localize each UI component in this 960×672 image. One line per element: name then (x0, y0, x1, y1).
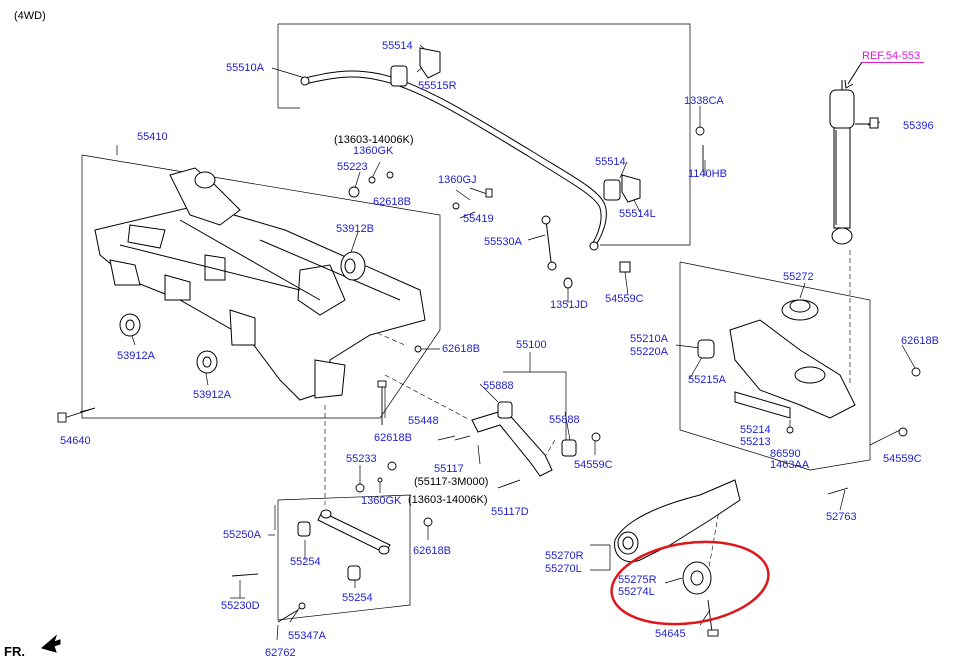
part-55419[interactable]: 55419 (463, 213, 494, 225)
part-53912A-a[interactable]: 53912A (117, 350, 155, 362)
part-55254-a[interactable]: 55254 (290, 556, 321, 568)
note-55117-3M000: (55117-3M000) (414, 476, 489, 488)
part-55214[interactable]: 55214 (740, 424, 771, 436)
rear-subframe (94, 167, 426, 401)
part-1463AA[interactable]: 1463AA (770, 459, 810, 471)
part-55396[interactable]: 55396 (903, 120, 934, 132)
part-55275R[interactable]: 55275R (618, 574, 657, 586)
part-55230D[interactable]: 55230D (221, 600, 260, 612)
part-55888-b[interactable]: 55888 (549, 414, 580, 426)
part-55514L[interactable]: 55514L (619, 208, 656, 220)
part-1140HB[interactable]: 1140HB (688, 168, 727, 180)
part-1351JD[interactable]: 1351JD (550, 299, 588, 311)
part-54559C-b[interactable]: 54559C (883, 453, 922, 465)
part-62762[interactable]: 62762 (265, 647, 296, 659)
subframe-bushing-53912B (340, 251, 366, 281)
part-1360GK-bot[interactable]: 1360GK (361, 495, 402, 507)
subframe-bushing-53912A-right (196, 350, 218, 374)
note-13603-14006K-top: (13603-14006K) (334, 134, 414, 146)
part-55514-top[interactable]: 55514 (382, 40, 413, 52)
stabilizer-bushing-mid (603, 174, 641, 203)
reference-link[interactable]: REF.54-553 (862, 50, 921, 62)
part-55213[interactable]: 55213 (740, 436, 771, 448)
part-1338CA[interactable]: 1338CA (684, 95, 724, 107)
part-1360GJ[interactable]: 1360GJ (438, 174, 477, 186)
part-55270L[interactable]: 55270L (545, 563, 582, 575)
front-arrow-icon (40, 634, 61, 653)
part-86590[interactable]: 86590 (770, 448, 801, 460)
part-54559C-a[interactable]: 54559C (605, 293, 644, 305)
front-orientation-label: FR. (4, 644, 25, 659)
part-55223[interactable]: 55223 (337, 161, 368, 173)
link-group-box (277, 494, 411, 621)
part-55117D[interactable]: 55117D (491, 506, 529, 518)
part-55100[interactable]: 55100 (516, 339, 547, 351)
stabilizer-group-box (278, 23, 691, 246)
part-55272[interactable]: 55272 (783, 271, 814, 283)
stabilizer-link (541, 215, 631, 289)
part-53912A-b[interactable]: 53912A (193, 389, 231, 401)
part-62618B-e[interactable]: 62618B (413, 545, 451, 557)
drive-type-label: (4WD) (14, 10, 46, 22)
lower-arm (697, 299, 856, 419)
part-62618B-c[interactable]: 62618B (442, 343, 480, 355)
part-55250A[interactable]: 55250A (223, 529, 261, 541)
part-55210A[interactable]: 55210A (630, 333, 668, 345)
reference-underline (862, 62, 924, 63)
stabilizer-bar (300, 70, 607, 251)
part-62618B-d[interactable]: 62618B (374, 432, 412, 444)
highlight-circle (610, 540, 770, 626)
note-13603-14006K-bot: (13603-14006K) (408, 494, 488, 506)
part-54645[interactable]: 54645 (655, 628, 686, 640)
bolts (57, 126, 921, 637)
part-62618B-a[interactable]: 62618B (373, 196, 411, 208)
part-55270R[interactable]: 55270R (545, 550, 584, 562)
upper-arm (471, 401, 577, 477)
part-55515R[interactable]: 55515R (418, 80, 457, 92)
part-54559C-c[interactable]: 54559C (574, 459, 613, 471)
part-55888-a[interactable]: 55888 (483, 380, 514, 392)
stabilizer-bushing-top (390, 47, 441, 87)
part-55254-b[interactable]: 55254 (342, 592, 373, 604)
part-55220A[interactable]: 55220A (630, 346, 668, 358)
part-55514-mid[interactable]: 55514 (595, 156, 626, 168)
part-55410[interactable]: 55410 (137, 131, 168, 143)
assist-link (297, 509, 391, 581)
part-54640[interactable]: 54640 (60, 435, 91, 447)
part-55510A[interactable]: 55510A (226, 62, 264, 74)
part-55530A[interactable]: 55530A (484, 236, 522, 248)
part-62618B-b[interactable]: 62618B (901, 335, 939, 347)
lower-arm-group-box (679, 261, 871, 471)
trailing-arm (614, 479, 741, 595)
part-55448[interactable]: 55448 (408, 415, 439, 427)
part-55274L[interactable]: 55274L (618, 586, 655, 598)
part-55347A[interactable]: 55347A (288, 630, 326, 642)
part-55233[interactable]: 55233 (346, 453, 377, 465)
reference-arrow-icon (844, 61, 863, 89)
subframe-bushing-53912A-left (119, 313, 141, 337)
part-52763[interactable]: 52763 (826, 511, 857, 523)
part-53912B[interactable]: 53912B (336, 223, 374, 235)
part-55215A[interactable]: 55215A (688, 374, 726, 386)
part-55117[interactable]: 55117 (434, 463, 464, 475)
subframe-group-box (81, 154, 441, 419)
part-1360GK-top[interactable]: 1360GK (353, 145, 394, 157)
shock-absorber (829, 80, 879, 245)
